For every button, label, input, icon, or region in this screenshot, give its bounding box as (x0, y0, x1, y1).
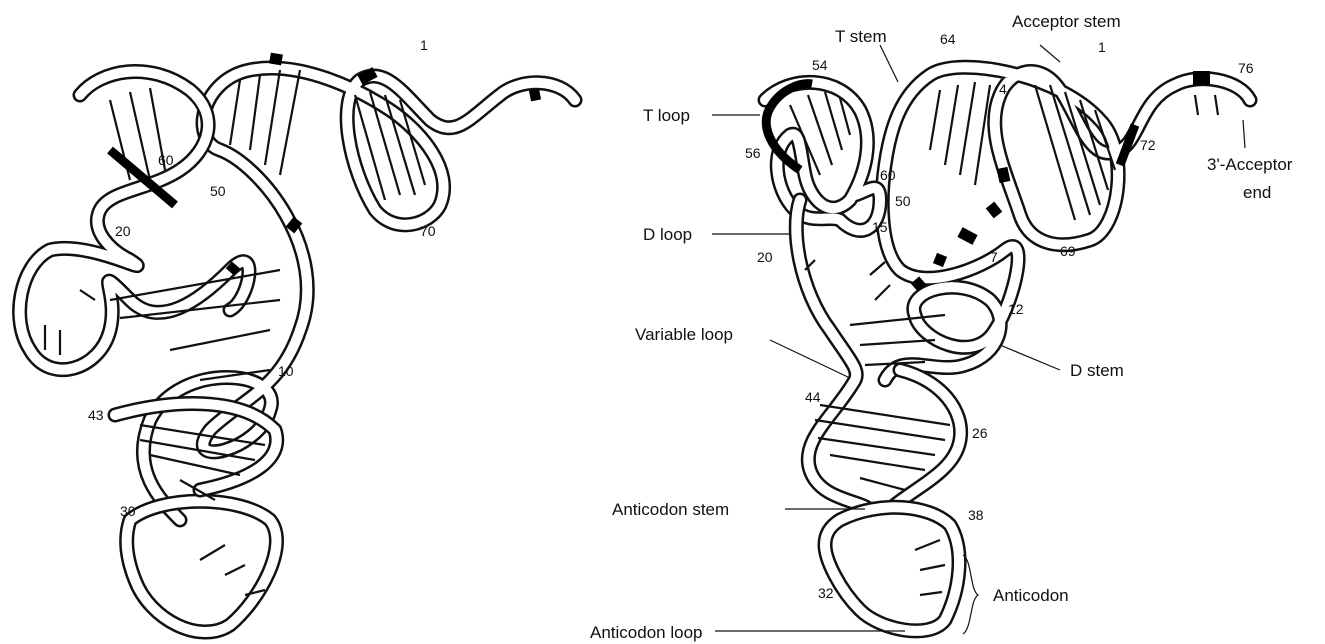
right-num-32: 32 (818, 585, 834, 601)
right-region-labels: T stem Acceptor stem T loop D loop Varia… (590, 12, 1293, 642)
left-num-20: 20 (115, 223, 131, 239)
left-num-70: 70 (420, 223, 436, 239)
right-num-69: 69 (1060, 243, 1076, 259)
left-trna-structure: 1 60 50 20 70 10 43 30 (20, 37, 575, 632)
left-num-43: 43 (88, 407, 104, 423)
right-num-15: 15 (872, 219, 888, 235)
right-trna-structure: T stem Acceptor stem T loop D loop Varia… (590, 12, 1293, 642)
right-num-54: 54 (812, 57, 828, 73)
label-variable-loop: Variable loop (635, 325, 733, 344)
right-num-44: 44 (805, 389, 821, 405)
right-num-38: 38 (968, 507, 984, 523)
left-num-60: 60 (158, 152, 174, 168)
label-acceptor-stem: Acceptor stem (1012, 12, 1121, 31)
left-backbone (20, 68, 575, 632)
label-d-loop: D loop (643, 225, 692, 244)
right-backbone (765, 67, 1250, 631)
left-num-1: 1 (420, 37, 428, 53)
right-num-64: 64 (940, 31, 956, 47)
right-num-4: 4 (999, 81, 1007, 97)
right-num-7: 7 (990, 249, 998, 265)
right-num-76: 76 (1238, 60, 1254, 76)
right-num-60: 60 (880, 167, 896, 183)
right-num-72: 72 (1140, 137, 1156, 153)
right-num-1: 1 (1098, 39, 1106, 55)
label-anticodon: Anticodon (993, 586, 1069, 605)
left-num-50: 50 (210, 183, 226, 199)
label-acceptor-end-2: end (1243, 183, 1271, 202)
right-num-20: 20 (757, 249, 773, 265)
label-d-stem: D stem (1070, 361, 1124, 380)
label-anticodon-stem: Anticodon stem (612, 500, 729, 519)
right-num-56: 56 (745, 145, 761, 161)
right-num-12: 12 (1008, 301, 1024, 317)
right-num-50: 50 (895, 193, 911, 209)
left-num-30: 30 (120, 503, 136, 519)
label-t-loop: T loop (643, 106, 690, 125)
label-t-stem: T stem (835, 27, 887, 46)
left-num-10: 10 (278, 363, 294, 379)
right-num-26: 26 (972, 425, 988, 441)
label-anticodon-loop: Anticodon loop (590, 623, 702, 642)
label-acceptor-end-1: 3'-Acceptor (1207, 155, 1293, 174)
